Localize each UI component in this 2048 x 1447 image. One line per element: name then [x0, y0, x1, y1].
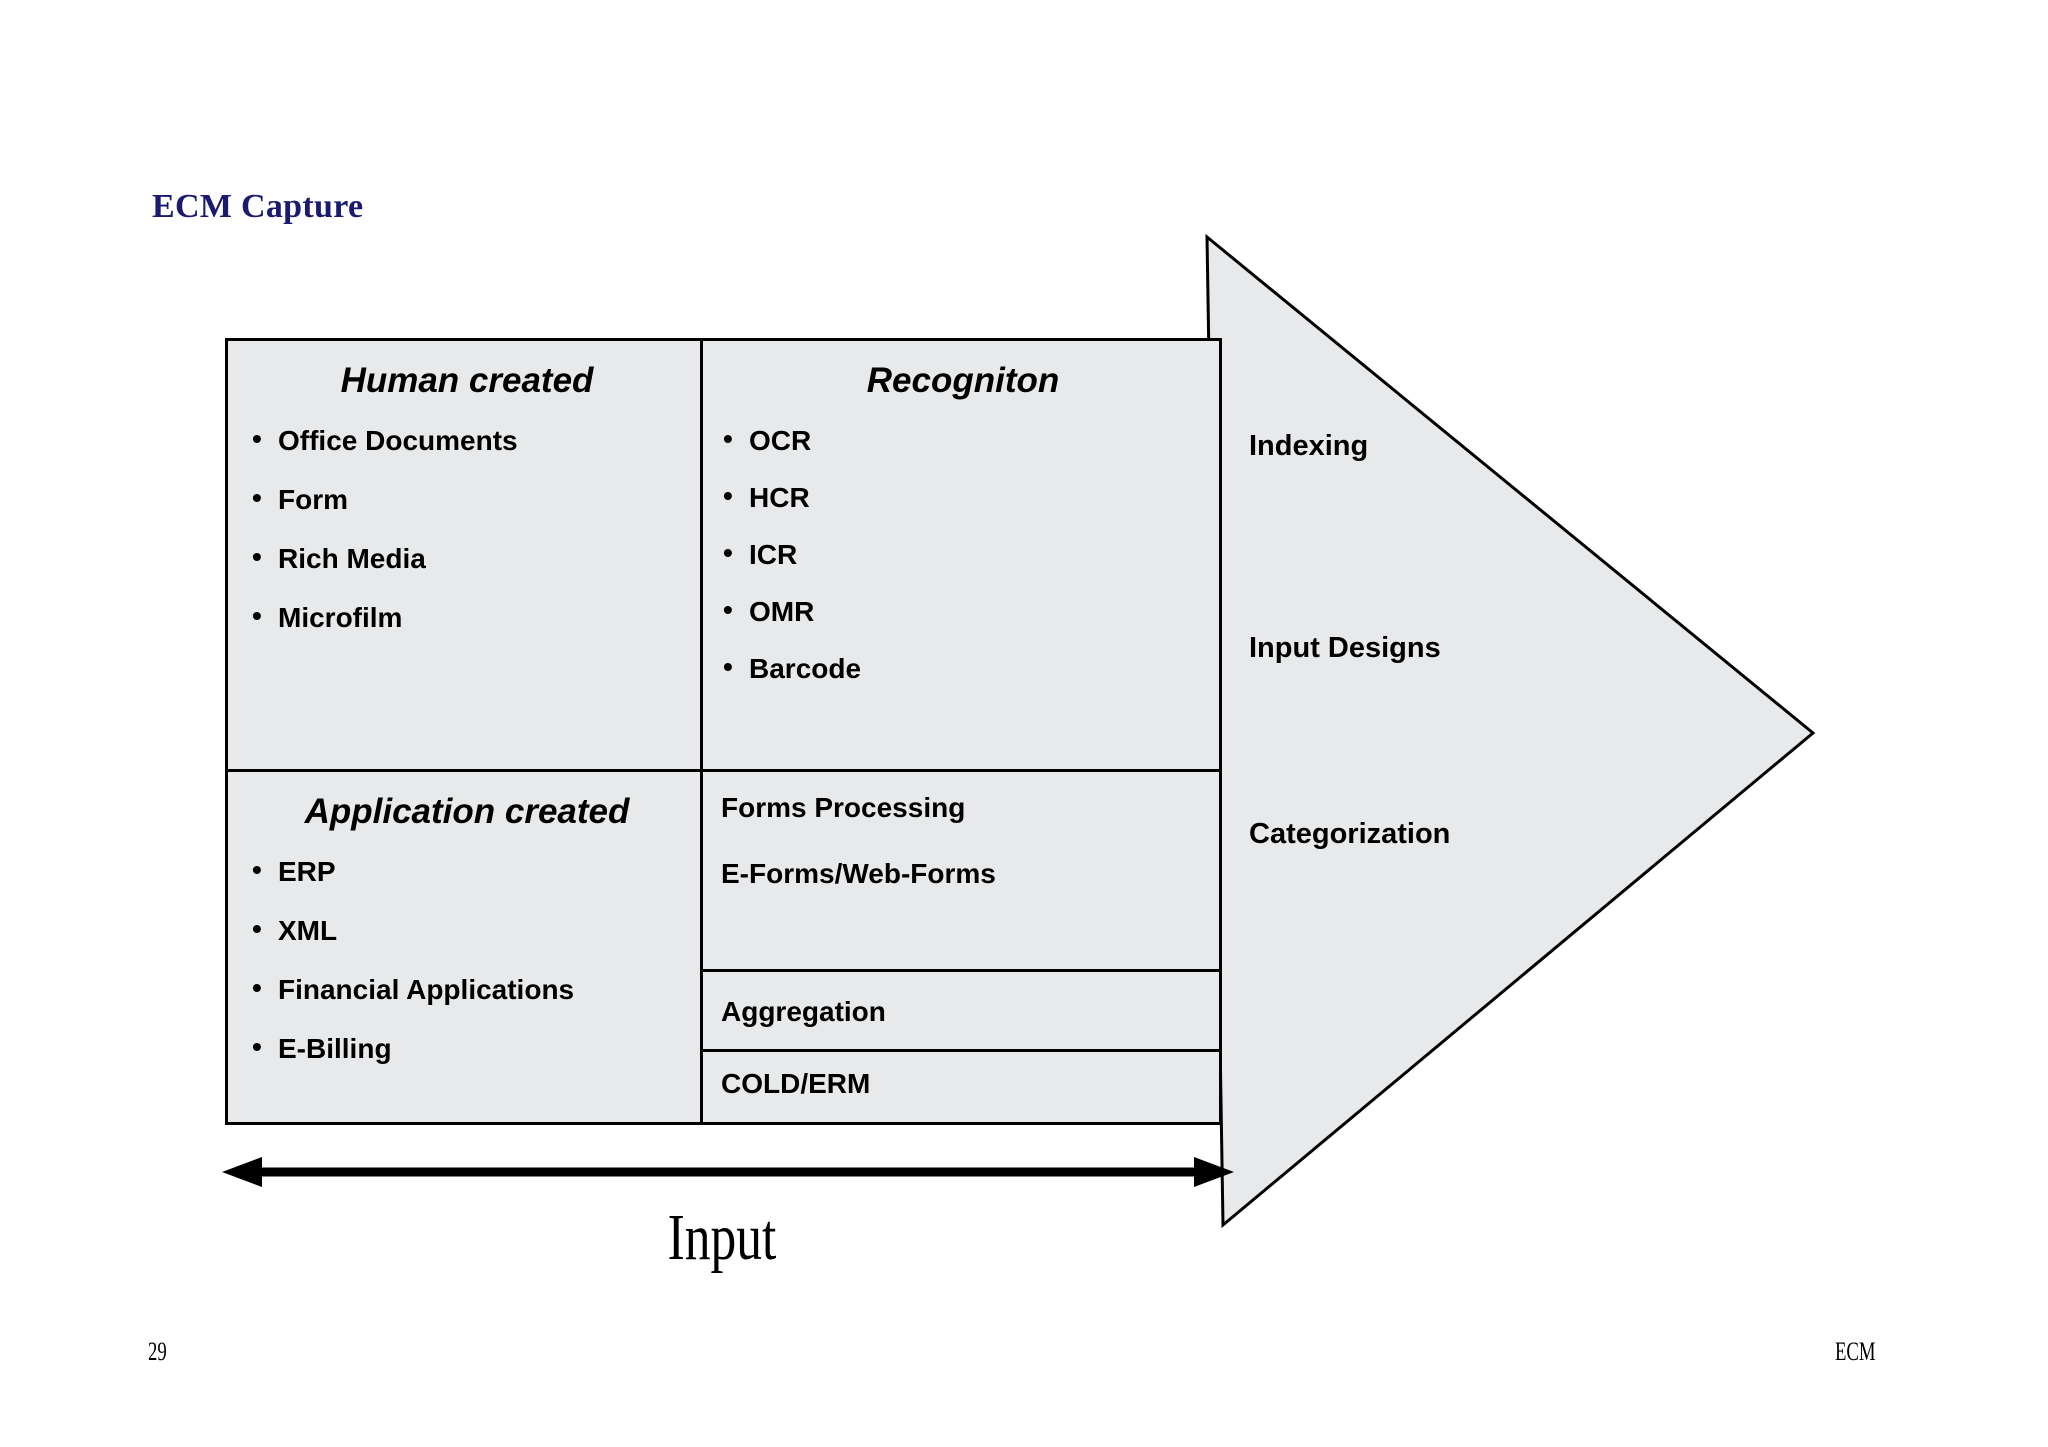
- cell-recognition: Recogniton • OCR • HCR • ICR • OMR: [703, 341, 1219, 769]
- bullet-icon: •: [252, 600, 262, 631]
- footer-deck-name: ECM: [1835, 1337, 1876, 1366]
- subcell-aggregation: Aggregation: [703, 972, 1219, 1052]
- bullet-icon: •: [252, 541, 262, 572]
- heading-human-created: Human created: [340, 361, 594, 400]
- list-item-label: XML: [278, 915, 338, 946]
- arrow-head-right: [1194, 1157, 1234, 1187]
- cell-processing-stack: Forms Processing E-Forms/Web-Forms Aggre…: [703, 772, 1219, 1122]
- bullet-icon: •: [252, 913, 262, 944]
- cell-application-created: Application created • ERP • XML • Financ…: [228, 772, 703, 1122]
- bullet-icon: •: [723, 423, 733, 454]
- list-item: • Financial Applications: [252, 974, 700, 1006]
- bullet-icon: •: [723, 537, 733, 568]
- list-item-label: Form: [278, 484, 348, 515]
- bullet-icon: •: [723, 594, 733, 625]
- list-item: • Microfilm: [252, 602, 700, 634]
- list-item: • HCR: [723, 482, 1219, 514]
- list-item: • ERP: [252, 856, 700, 888]
- list-item-label: ERP: [278, 856, 336, 887]
- process-arrow: [1195, 225, 1825, 1235]
- subcell-line: E-Forms/Web-Forms: [721, 858, 996, 889]
- list-item-label: Barcode: [749, 653, 862, 684]
- list-item-label: Office Documents: [278, 425, 518, 456]
- footer-page-number: 29: [148, 1337, 167, 1366]
- list-item: • OCR: [723, 425, 1219, 457]
- heading-application-created: Application created: [304, 792, 630, 831]
- bullet-icon: •: [252, 482, 262, 513]
- list-item: • E-Billing: [252, 1033, 700, 1065]
- bullet-icon: •: [252, 423, 262, 454]
- bullet-icon: •: [723, 480, 733, 511]
- bullet-icon: •: [252, 854, 262, 885]
- list-human-created: • Office Documents • Form • Rich Media •…: [252, 425, 700, 634]
- table-row: Application created • ERP • XML • Financ…: [228, 772, 1219, 1122]
- arrow-head-left: [222, 1157, 262, 1187]
- list-item-label: Rich Media: [278, 543, 426, 574]
- cell-human-created: Human created • Office Documents • Form …: [228, 341, 703, 769]
- list-item: • Form: [252, 484, 700, 516]
- list-item-label: Microfilm: [278, 602, 403, 633]
- bullet-icon: •: [723, 651, 733, 682]
- list-application-created: • ERP • XML • Financial Applications • E…: [252, 856, 700, 1065]
- capture-matrix-table: Human created • Office Documents • Form …: [225, 338, 1222, 1125]
- list-item: • Barcode: [723, 653, 1219, 685]
- list-recognition: • OCR • HCR • ICR • OMR • Barcode: [723, 425, 1219, 710]
- list-item-label: ICR: [749, 539, 798, 570]
- arrow-stage-categorization: Categorization: [1249, 818, 1451, 850]
- list-item: • XML: [252, 915, 700, 947]
- input-span-arrow: [222, 1150, 1234, 1194]
- list-item: • Office Documents: [252, 425, 700, 457]
- arrow-stage-input-designs: Input Designs: [1249, 632, 1441, 664]
- arrow-triangle-shape: [1205, 233, 1816, 1229]
- bullet-icon: •: [252, 1031, 262, 1062]
- list-item: • OMR: [723, 596, 1219, 628]
- list-item-label: HCR: [749, 482, 810, 513]
- page-title: ECM Capture: [152, 188, 364, 225]
- list-item: • Rich Media: [252, 543, 700, 575]
- table-row: Human created • Office Documents • Form …: [228, 341, 1219, 772]
- heading-recognition: Recogniton: [866, 361, 1060, 400]
- list-item-label: E-Billing: [278, 1033, 392, 1064]
- subcell-forms-processing: Forms Processing E-Forms/Web-Forms: [703, 772, 1219, 972]
- bullet-icon: •: [252, 972, 262, 1003]
- list-item: • ICR: [723, 539, 1219, 571]
- subcell-cold-erm: COLD/ERM: [721, 1068, 871, 1099]
- subcell-line: Forms Processing: [721, 792, 966, 823]
- input-caption: Input: [667, 1201, 777, 1274]
- arrow-stage-indexing: Indexing: [1249, 430, 1369, 462]
- list-item-label: OMR: [749, 596, 815, 627]
- list-item-label: Financial Applications: [278, 974, 575, 1005]
- list-item-label: OCR: [749, 425, 812, 456]
